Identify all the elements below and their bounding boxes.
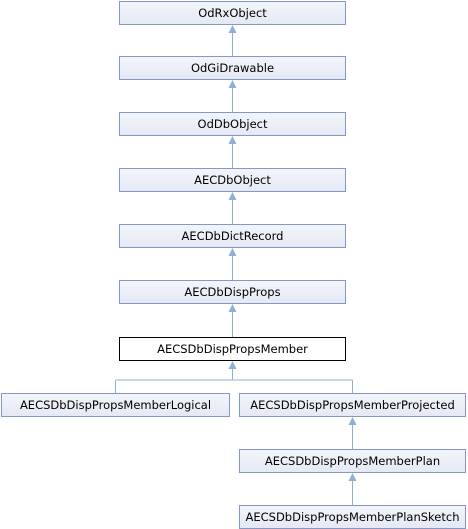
arrowhead-odrxobject bbox=[228, 25, 237, 33]
class-node-aecsdbdisppropsmemberlogical[interactable]: AECSDbDispPropsMemberLogical bbox=[1, 393, 230, 417]
class-node-aecdbobject[interactable]: AECDbObject bbox=[119, 168, 346, 192]
class-node-aecsdbdisppropsmember-current: AECSDbDispPropsMember bbox=[119, 337, 346, 361]
arrowhead-aecdbobject bbox=[228, 192, 237, 200]
class-node-aecsdbdisppropsmemberprojected[interactable]: AECSDbDispPropsMemberProjected bbox=[239, 393, 466, 417]
class-node-aecsdbdisppropsmemberplan[interactable]: AECSDbDispPropsMemberPlan bbox=[239, 449, 466, 473]
arrowhead-oddbobject bbox=[228, 136, 237, 144]
class-node-odgidrawable[interactable]: OdGiDrawable bbox=[119, 56, 346, 80]
arrowhead-odgidrawable bbox=[228, 80, 237, 88]
class-node-aecsdbdisppropsmemberplansketch[interactable]: AECSDbDispPropsMemberPlanSketch bbox=[239, 505, 466, 529]
class-node-oddbobject[interactable]: OdDbObject bbox=[119, 112, 346, 136]
arrowhead-aecdbdictrecord bbox=[228, 248, 237, 256]
class-node-aecdbdictrecord[interactable]: AECDbDictRecord bbox=[119, 224, 346, 248]
arrowhead-aecsdbdisppropsmemberprojected bbox=[348, 417, 357, 425]
arrowhead-aecsdbdisppropsmember bbox=[228, 361, 237, 369]
class-node-aecdbdispprops[interactable]: AECDbDispProps bbox=[119, 280, 346, 304]
class-node-odrxobject[interactable]: OdRxObject bbox=[119, 1, 346, 25]
arrowhead-aecdbdispprops bbox=[228, 304, 237, 312]
arrowhead-aecsdbdisppropsmemberplan bbox=[348, 473, 357, 481]
